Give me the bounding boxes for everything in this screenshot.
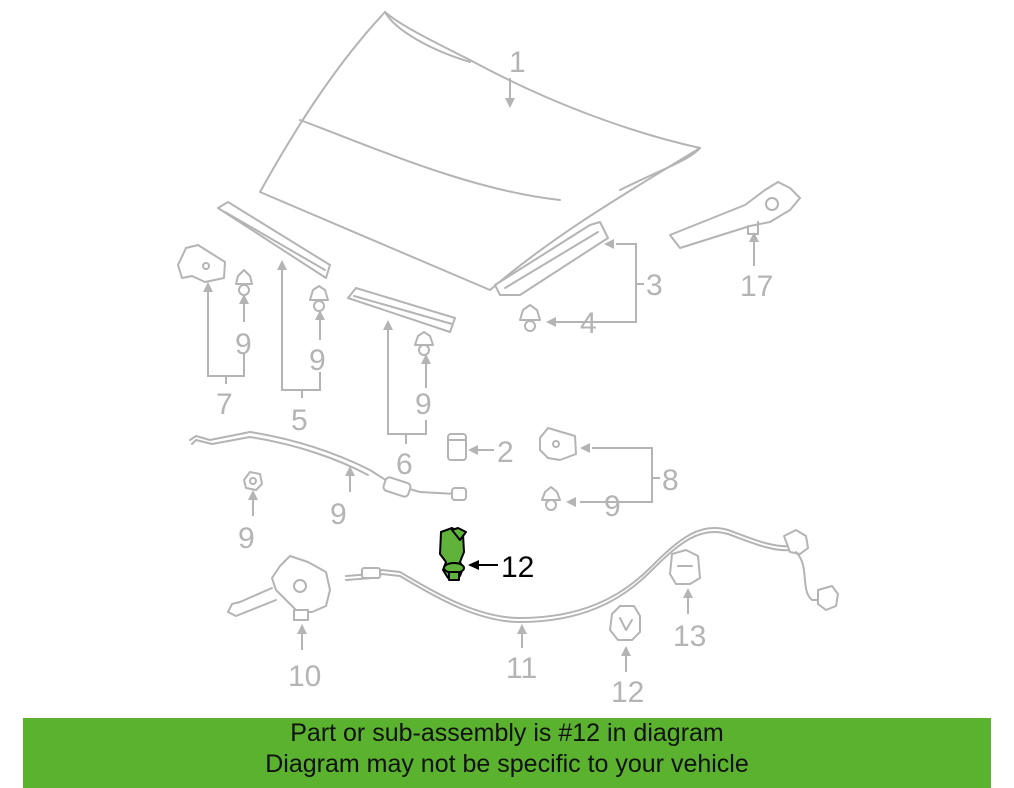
leader-1: [505, 78, 515, 108]
banner-line-disclaimer: Diagram may not be specific to your vehi…: [265, 750, 749, 778]
callout-13: 10: [288, 660, 321, 693]
leader-12: [468, 560, 498, 570]
part-hood-latch[interactable]: [227, 555, 331, 621]
callout-8: 8: [662, 464, 679, 497]
parts-diagram: 1 17: [177, 11, 839, 709]
part-hood[interactable]: [259, 11, 701, 291]
leader-11: [248, 490, 258, 516]
banner-line-part-number: Part or sub-assembly is #12 in diagram: [290, 719, 724, 747]
part-hood-seal-front[interactable]: [217, 201, 331, 279]
callout-3: 3: [646, 269, 663, 302]
part-clip-9d[interactable]: [541, 486, 561, 511]
leaders-7-5-9: [203, 260, 431, 444]
info-banner: Part or sub-assembly is #12 in diagram D…: [23, 718, 991, 788]
leaders-3-4: [546, 239, 644, 327]
callout-1: 1: [509, 46, 526, 79]
leader-16: [683, 588, 693, 614]
callout-5: 5: [291, 404, 308, 437]
leader-13: [297, 624, 307, 650]
part-cable-clip-15[interactable]: [609, 605, 641, 641]
callout-7: 7: [216, 388, 233, 421]
callout-12: 12: [501, 551, 534, 584]
callout-14: 11: [506, 652, 537, 685]
callout-9b: 9: [309, 344, 326, 377]
leader-10: [345, 466, 355, 492]
callout-9a: 9: [235, 328, 252, 361]
part-clip-9a[interactable]: [235, 269, 253, 296]
leader-15: [621, 646, 631, 672]
leader-14: [517, 624, 527, 648]
callout-16: 13: [673, 620, 706, 653]
leader-17: [749, 232, 759, 266]
part-prop-rod[interactable]: [189, 431, 467, 501]
leaders-8-9: [566, 443, 660, 507]
callout-6: 6: [396, 448, 413, 481]
callout-15: 12: [611, 676, 644, 709]
callout-9c: 9: [415, 388, 432, 421]
part-hood-seal-center[interactable]: [347, 287, 456, 333]
part-grommet-11[interactable]: [243, 471, 263, 491]
callout-11: 9: [238, 522, 255, 555]
part-release-handle-bracket-12[interactable]: [439, 527, 467, 581]
callout-17: 17: [740, 270, 773, 303]
part-release-cable[interactable]: [345, 527, 839, 623]
part-cable-clip-16[interactable]: [669, 549, 701, 585]
callout-4: 4: [580, 307, 597, 340]
callout-9d: 9: [604, 490, 621, 523]
part-bracket-7[interactable]: [177, 244, 226, 283]
callout-2: 2: [497, 436, 514, 469]
part-clip-9b[interactable]: [309, 285, 329, 312]
part-hood-side-seal[interactable]: [494, 221, 609, 296]
callout-10: 9: [330, 498, 347, 531]
part-bumper-2[interactable]: [447, 433, 467, 461]
part-hood-hinge[interactable]: [669, 181, 801, 249]
part-bracket-8[interactable]: [539, 427, 577, 461]
leader-2: [468, 445, 494, 455]
part-clip-9c[interactable]: [414, 331, 434, 356]
part-bolt-4[interactable]: [519, 304, 541, 332]
